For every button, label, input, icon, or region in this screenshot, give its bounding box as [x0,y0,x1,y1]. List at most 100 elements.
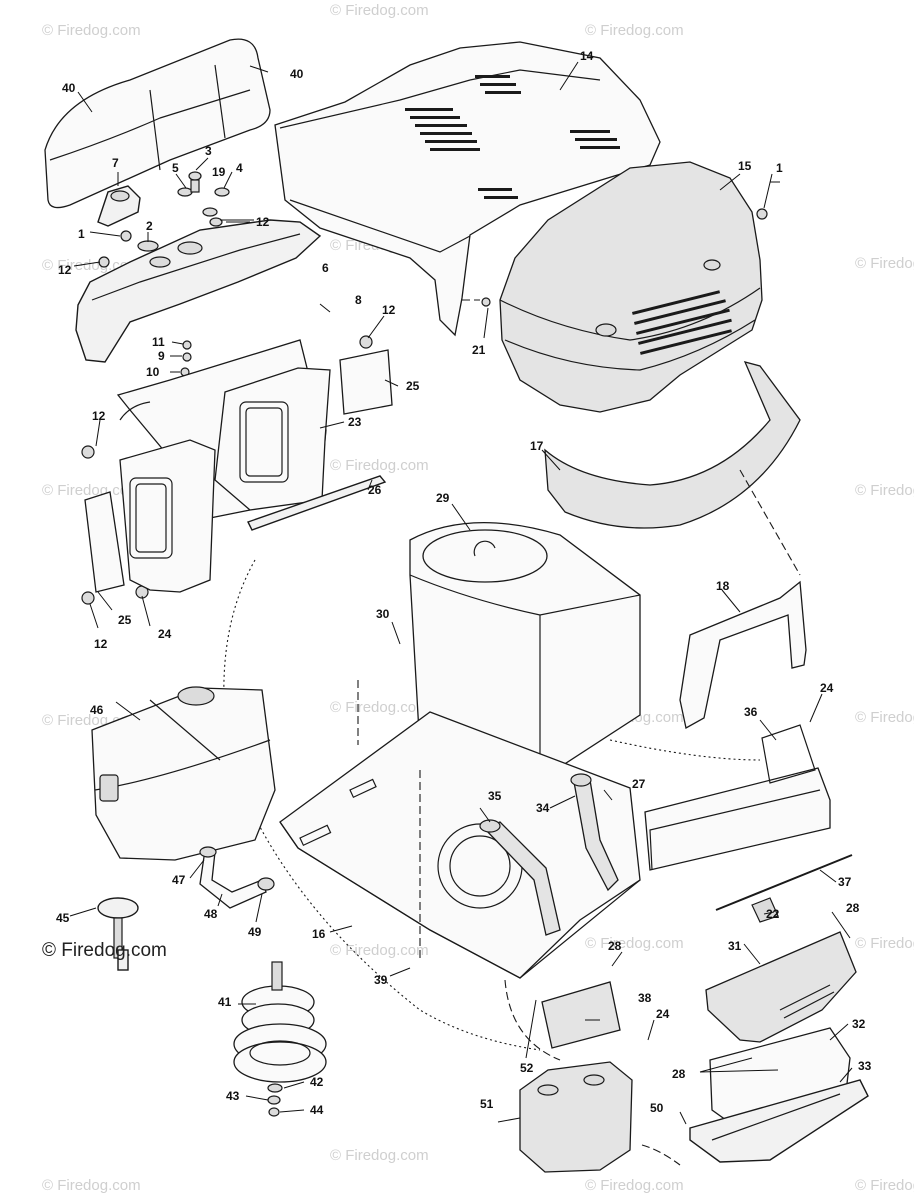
callout-50: 50 [650,1101,664,1115]
callout-38: 38 [638,991,652,1005]
hood-part [274,41,661,337]
callout-49: 49 [248,925,262,939]
callout-43: 43 [226,1089,240,1103]
callout-27: 27 [632,777,646,791]
callout-19: 19 [212,165,226,179]
callout-12: 12 [94,637,108,651]
lower-plate-left [84,439,216,593]
callout-16: 16 [312,927,326,941]
watermark: © Firedog.com [855,1177,914,1194]
callout-30: 30 [376,607,390,621]
watermark: © Firedog.com [42,1177,141,1194]
callout-48: 48 [204,907,218,921]
watermark: © Firedog.com [855,255,914,272]
strap-part [247,475,387,531]
callout-28: 28 [608,939,622,953]
callout-45: 45 [56,911,70,925]
rod-part [715,854,853,911]
callout-40: 40 [62,81,76,95]
callout-28: 28 [672,1067,686,1081]
copyright-text: © Firedog.com [42,940,167,961]
exhaust-pipes-part [479,773,619,936]
callout-6: 6 [322,261,329,275]
fuel-tank-part [91,686,276,861]
callout-12: 12 [58,263,72,277]
callout-17: 17 [530,439,544,453]
exhaust-plate-part [541,981,621,1049]
callout-34: 34 [536,801,550,815]
seat-cushion-part [44,38,271,209]
callout-10: 10 [146,365,160,379]
callout-12: 12 [382,303,396,317]
watermark: © Firedog.com [855,482,914,499]
callout-46: 46 [90,703,104,717]
watermark: © Firedog.com [330,699,429,716]
watermark: © Firedog.com [330,457,429,474]
callout-26: 26 [368,483,382,497]
callout-35: 35 [488,789,502,803]
callout-8: 8 [355,293,362,307]
engine-part [409,521,641,781]
side-plate-right [339,349,393,415]
callout-18: 18 [716,579,730,593]
callout-24: 24 [158,627,172,641]
watermark: © Firedog.com [855,935,914,952]
watermark: © Firedog.com [42,22,141,39]
muffler-part [519,1061,633,1173]
fender-part [75,219,322,363]
callout-7: 7 [112,156,119,170]
callout-5: 5 [172,161,179,175]
callout-32: 32 [852,1017,866,1031]
small-hardware-parts [81,171,768,605]
callout-36: 36 [744,705,758,719]
fuel-hose-part [199,846,275,909]
watermark: © Firedog.com [330,942,429,959]
callout-9: 9 [158,349,165,363]
callout-51: 51 [480,1097,494,1111]
callout-leaders [69,61,853,1125]
watermark: © Firedog.com [42,482,141,499]
callout-39: 39 [374,973,388,987]
callout-28: 28 [846,901,860,915]
mounting-plate-part [214,367,331,511]
front-bracket-part [679,580,807,729]
callout-3: 3 [205,144,212,158]
heat-shield-part [705,931,857,1043]
callout-labels: 40 40 7 5 3 19 4 1 2 12 12 6 8 12 11 9 1… [56,49,872,1117]
bumper-part [544,361,801,529]
fuel-sender-part [97,897,139,971]
callout-12: 12 [256,215,270,229]
callout-42: 42 [310,1075,324,1089]
callout-44: 44 [310,1103,324,1117]
callout-47: 47 [172,873,186,887]
rear-bracket-part [644,724,831,871]
callout-21: 21 [472,343,486,357]
callout-4: 4 [236,161,243,175]
callout-37: 37 [838,875,852,889]
watermark: © Firedog.com [585,935,684,952]
callout-1: 1 [78,227,85,241]
callout-31: 31 [728,939,742,953]
callout-23: 23 [348,415,362,429]
callout-24: 24 [656,1007,670,1021]
callout-52: 52 [520,1061,534,1075]
pulley-part [233,961,327,1117]
watermark: © Firedog.com [585,22,684,39]
seat-pedestal-part [97,185,141,227]
callout-40: 40 [290,67,304,81]
callout-1: 1 [776,161,783,175]
hood-louver-group [405,75,620,199]
callout-29: 29 [436,491,450,505]
muffler-guard-part [689,1027,869,1163]
watermark: © Firedog.com [330,1147,429,1164]
callout-41: 41 [218,995,232,1009]
callout-11: 11 [152,335,165,349]
small-bracket-part [751,897,779,923]
callout-2: 2 [146,219,153,233]
callout-25: 25 [406,379,420,393]
callout-14: 14 [580,49,594,63]
callout-15: 15 [738,159,752,173]
callout-24: 24 [820,681,834,695]
callout-33: 33 [858,1059,872,1073]
